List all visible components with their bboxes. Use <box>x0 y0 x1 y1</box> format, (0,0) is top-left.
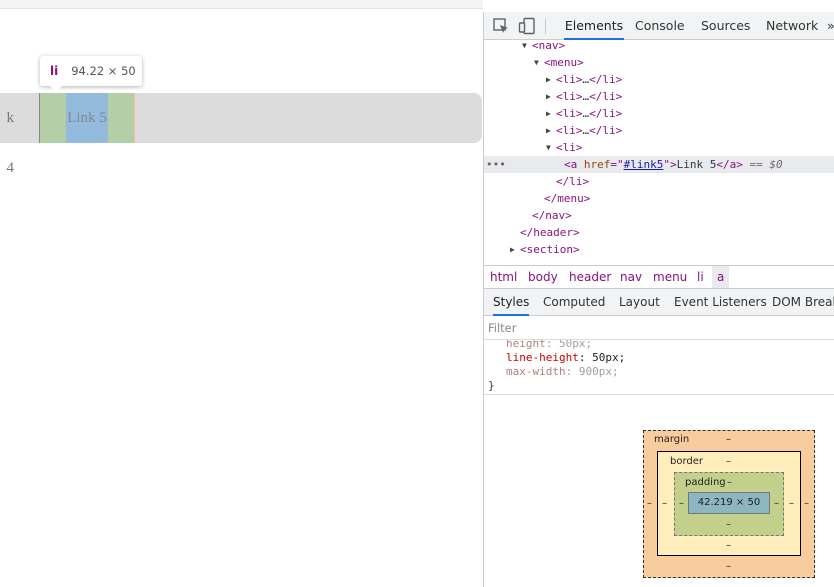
expand-triangle-icon[interactable]: ▶ <box>546 109 551 118</box>
collapse-triangle-icon[interactable]: ▼ <box>534 58 539 67</box>
tab-layout[interactable]: Layout <box>619 295 660 309</box>
tab-network[interactable]: Network <box>766 18 819 33</box>
crumb-header[interactable]: header <box>569 270 612 284</box>
dom-node-text: </menu> <box>544 192 591 205</box>
tab-computed[interactable]: Computed <box>543 295 606 309</box>
dom-node[interactable]: ▶ <li>…</li> <box>484 122 834 139</box>
breadcrumb: html body header nav menu li a <box>484 265 834 289</box>
padding-top-value: – <box>727 477 732 488</box>
padding-right-value: – <box>774 498 779 509</box>
crumb-nav[interactable]: nav <box>620 270 643 284</box>
expand-triangle-icon[interactable]: ▶ <box>510 245 515 254</box>
dom-node[interactable]: ▶ <li>…</li> <box>484 105 834 122</box>
device-toolbar-icon[interactable] <box>518 17 536 35</box>
padding-bottom-value: – <box>726 519 731 530</box>
nav-link-5-label: Link 5 <box>67 110 107 126</box>
highlight-padding-right <box>108 93 134 143</box>
crumb-menu[interactable]: menu <box>653 270 688 284</box>
dom-node-text: <a href="#link5">Link 5</a> == $0 <box>564 158 783 171</box>
devtools-toolbar: Elements Console Sources Network » <box>484 12 834 40</box>
dom-node-text: </nav> <box>532 209 572 222</box>
padding-left-value: – <box>679 498 684 509</box>
css-declaration[interactable]: max-width: 900px; <box>506 365 619 378</box>
dom-node[interactable]: ▶ <li>…</li> <box>484 71 834 88</box>
viewport-top-strip <box>0 0 483 9</box>
dom-node-text: <menu> <box>544 56 584 69</box>
highlight-padding-left <box>40 93 66 143</box>
tab-styles[interactable]: Styles <box>493 289 530 316</box>
box-model-diagram: margin – – – – border – – – – padding – … <box>643 430 815 578</box>
css-declaration[interactable]: height: 50px; <box>506 340 593 350</box>
dom-node[interactable]: ▼ <li> <box>484 139 834 156</box>
collapse-triangle-icon[interactable]: ▼ <box>546 143 551 152</box>
more-tabs-button[interactable]: » <box>827 18 834 33</box>
tab-event-listeners[interactable]: Event Listeners <box>674 295 767 309</box>
devtools-panel: Elements Console Sources Network » ▼ <nav… <box>483 12 834 587</box>
crumb-a[interactable]: a <box>712 266 730 288</box>
styles-tabs: Styles Computed Layout Event Listeners D… <box>484 289 834 316</box>
dom-node-text: <li>…</li> <box>556 90 623 103</box>
dom-node-text: <li>…</li> <box>556 73 623 86</box>
dom-node[interactable]: </menu> <box>484 190 834 207</box>
dom-node[interactable]: ▶ <li>…</li> <box>484 88 834 105</box>
highlight-border <box>39 93 40 143</box>
page-viewport: k 4 Link 5 li 94.22 × 50 <box>0 0 483 176</box>
tab-sources[interactable]: Sources <box>701 18 751 33</box>
highlight-margin <box>134 93 135 143</box>
dom-node[interactable]: </header> <box>484 224 834 241</box>
tooltip-arrow <box>50 86 62 92</box>
dom-node-text: </li> <box>556 175 590 188</box>
dom-node-text: <section> <box>520 243 580 256</box>
tooltip-tag: li <box>50 64 59 78</box>
border-top-value: – <box>726 456 731 467</box>
inspect-element-icon[interactable] <box>492 17 510 35</box>
css-rule-close: } <box>488 379 495 392</box>
dom-node[interactable]: ▶ <section> <box>484 241 834 258</box>
dom-node-text: <nav> <box>532 40 566 52</box>
styles-filter <box>484 316 834 340</box>
tab-elements[interactable]: Elements <box>564 12 624 40</box>
dom-node[interactable]: </li> <box>484 173 834 190</box>
dom-node-text: <li> <box>556 141 583 154</box>
dom-node-text: <li>…</li> <box>556 124 623 137</box>
tooltip-dimensions: 94.22 × 50 <box>71 64 136 78</box>
inspect-tooltip: li 94.22 × 50 <box>40 56 142 92</box>
dom-node-text: </header> <box>520 226 580 239</box>
dom-node[interactable]: ▼ <nav> <box>484 40 834 54</box>
border-right-value: – <box>789 498 794 509</box>
margin-label: margin <box>654 434 690 445</box>
dom-node[interactable]: ▼ <menu> <box>484 54 834 71</box>
dom-tree: ▼ <nav> ▼ <menu> ▶ <li>…</li> ▶ <li>…</li> ▶ <li>… <box>484 40 834 265</box>
nav-link-4[interactable]: k 4 <box>0 93 40 176</box>
expand-triangle-icon[interactable]: ▶ <box>546 126 551 135</box>
margin-right-value: – <box>804 498 809 509</box>
css-declaration[interactable]: line-height: 50px; <box>506 351 626 364</box>
expand-triangle-icon[interactable]: ▶ <box>546 75 551 84</box>
dom-node-text: <li>…</li> <box>556 107 623 120</box>
crumb-li[interactable]: li <box>697 270 704 284</box>
tab-dom-breakpoints[interactable]: DOM Breakpoints <box>772 295 834 309</box>
filter-input[interactable] <box>488 319 828 337</box>
margin-top-value: – <box>726 434 731 445</box>
padding-label: padding <box>685 477 726 488</box>
border-bottom-value: – <box>726 540 731 551</box>
margin-left-value: – <box>647 498 652 509</box>
crumb-body[interactable]: body <box>528 270 558 284</box>
border-label: border <box>670 456 704 467</box>
nav-link-4-label: k 4 <box>6 110 15 176</box>
dom-node-selected[interactable]: ••• <a href="#link5">Link 5</a> == $0 <box>484 156 834 173</box>
nav-link-5[interactable]: Link 5 <box>66 93 108 143</box>
box-model-content[interactable]: 42.219 × 50 <box>688 492 770 514</box>
crumb-html[interactable]: html <box>490 270 518 284</box>
collapse-triangle-icon[interactable]: ▼ <box>522 41 527 50</box>
dom-node[interactable]: </nav> <box>484 207 834 224</box>
css-rules: height: 50px; line-height: 50px; max-wid… <box>484 340 834 395</box>
margin-bottom-value: – <box>726 561 731 572</box>
row-actions-icon: ••• <box>486 158 506 171</box>
tab-console[interactable]: Console <box>635 18 685 33</box>
toolbar-separator <box>545 18 546 34</box>
border-left-value: – <box>662 498 667 509</box>
expand-triangle-icon[interactable]: ▶ <box>546 92 551 101</box>
